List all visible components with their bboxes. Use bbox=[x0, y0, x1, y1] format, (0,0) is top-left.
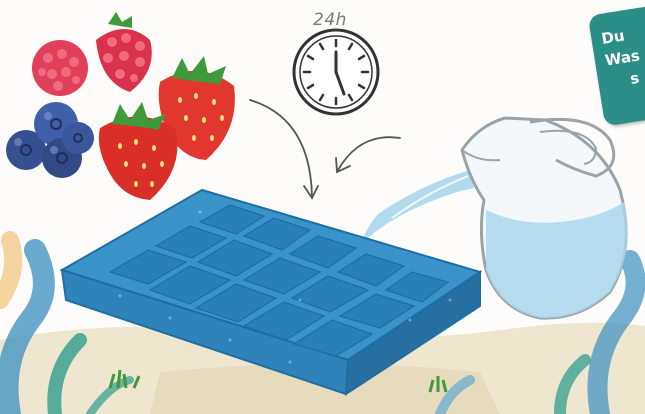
badge-text: Du Was s bbox=[600, 16, 645, 94]
pitcher-icon bbox=[462, 118, 628, 318]
water-stream bbox=[360, 170, 474, 246]
raspberry-icon bbox=[32, 40, 88, 96]
arrow-icon bbox=[336, 137, 400, 172]
blueberry-icon bbox=[6, 102, 94, 178]
clock-icon bbox=[294, 30, 378, 114]
raspberry-icon bbox=[96, 12, 152, 92]
timer-label: 24h bbox=[313, 10, 363, 30]
arrow-icon bbox=[250, 100, 318, 198]
